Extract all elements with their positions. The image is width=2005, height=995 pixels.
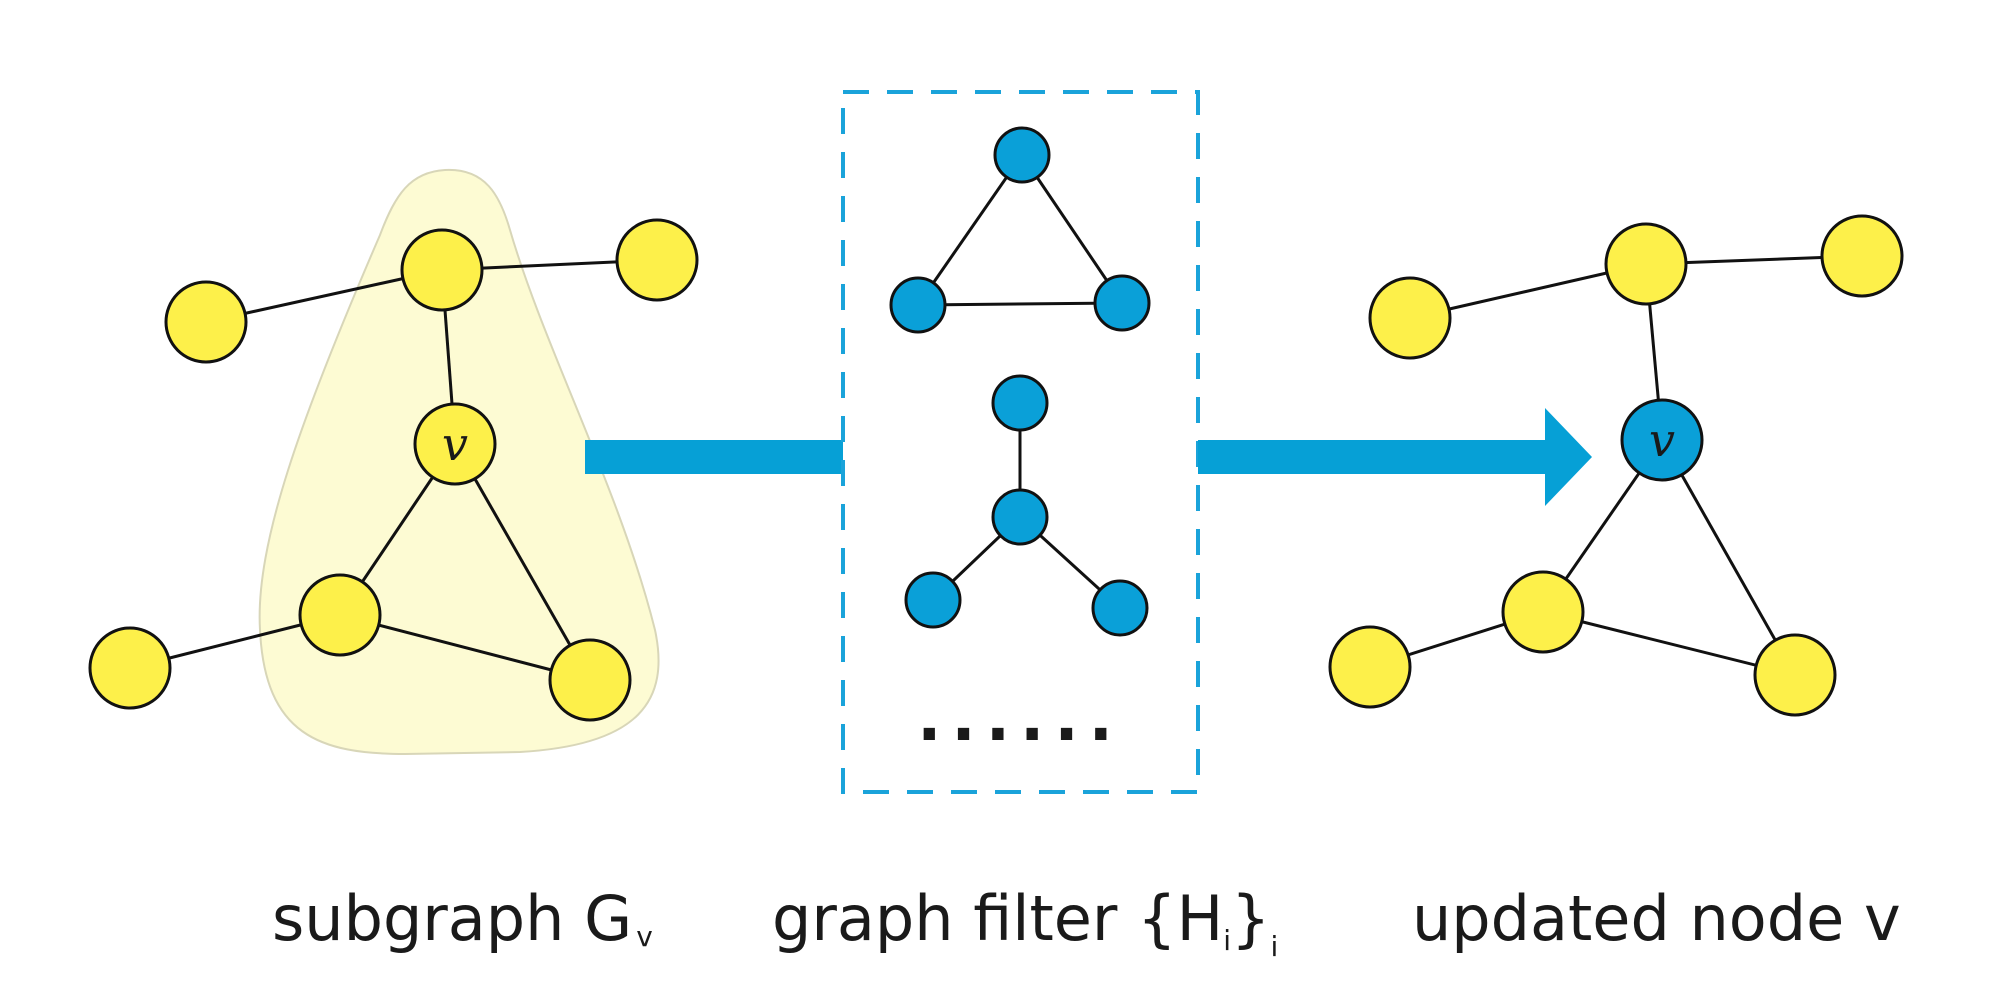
edge [1542, 610, 1796, 677]
graph-node [615, 218, 699, 302]
graph-node [164, 280, 248, 364]
arrow-shaft-right [1198, 440, 1553, 474]
right-graph-nodes: v [1328, 214, 1904, 717]
graph-node [1501, 570, 1585, 654]
graph-node [548, 638, 632, 722]
filter-node [993, 126, 1051, 184]
graph-node [1604, 222, 1688, 306]
filter-node [1093, 274, 1151, 332]
updated-node-label: v [1649, 413, 1675, 467]
filter-node [1091, 579, 1149, 637]
graph-node [88, 626, 172, 710]
graph-node [400, 228, 484, 312]
edge [1020, 154, 1124, 304]
edge [453, 443, 592, 681]
caption-subgraph-sub: v [636, 920, 653, 953]
graph-node [1753, 633, 1837, 717]
graph-node [1820, 214, 1904, 298]
filter-node [904, 571, 962, 629]
filter-node [991, 374, 1049, 432]
filter-ellipsis: ...... [917, 682, 1123, 756]
center-node-label: v [442, 417, 468, 471]
updated-node-v [1620, 398, 1704, 482]
edge [916, 154, 1024, 306]
edge [339, 613, 591, 682]
filter-star [904, 374, 1149, 637]
left-graph-nodes: v [88, 218, 699, 722]
filter-node [889, 276, 947, 334]
caption-filter-sub1: i [1223, 924, 1231, 957]
caption-filter-close: } [1231, 882, 1270, 955]
caption-subgraph-main: subgraph G [272, 882, 632, 955]
edge [917, 301, 1123, 307]
arrow-head [1545, 408, 1592, 506]
caption-updated-node: updated node v [1412, 882, 1901, 955]
caption-filter-main: graph filter {H [772, 882, 1223, 955]
graph-node [1328, 625, 1412, 709]
caption-filter-sub2: i [1270, 930, 1278, 963]
graph-node [1368, 276, 1452, 360]
graph-node [298, 573, 382, 657]
center-node-v [413, 402, 497, 486]
edge [1660, 439, 1797, 676]
filter-triangle [889, 126, 1151, 334]
caption-graph-filter: graph filter {Hi}i [772, 882, 1278, 963]
filter-node [991, 488, 1049, 546]
arrow-shaft-left [585, 440, 843, 474]
